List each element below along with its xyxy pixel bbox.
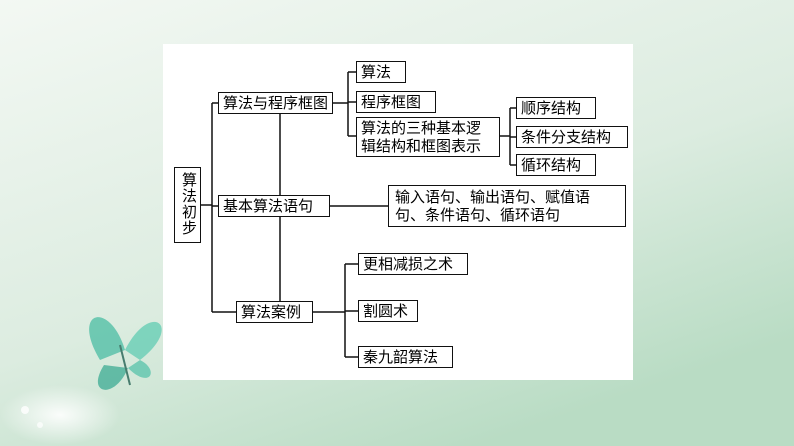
node-algorithm: 算法	[356, 61, 406, 83]
node-three-structures: 算法的三种基本逻辑结构和框图表示	[356, 117, 500, 157]
node-flowchart: 程序框图	[356, 91, 436, 113]
root-node: 算法初步	[174, 167, 201, 243]
branch-algorithm-flowchart: 算法与程序框图	[218, 92, 333, 114]
node-sequence: 顺序结构	[516, 97, 596, 119]
node-statement-list: 输入语句、输出语句、赋值语句、条件语句、循环语句	[388, 185, 626, 227]
node-conditional: 条件分支结构	[516, 126, 628, 148]
branch-algorithm-cases: 算法案例	[236, 301, 313, 323]
branch-basic-statements: 基本算法语句	[218, 195, 330, 217]
node-loop: 循环结构	[516, 154, 596, 176]
node-qin-jiushao: 秦九韶算法	[358, 346, 453, 368]
node-mutual-subtraction: 更相减损之术	[358, 253, 468, 275]
node-circle-cutting: 割圆术	[358, 300, 418, 322]
butterfly-icon	[89, 317, 162, 390]
